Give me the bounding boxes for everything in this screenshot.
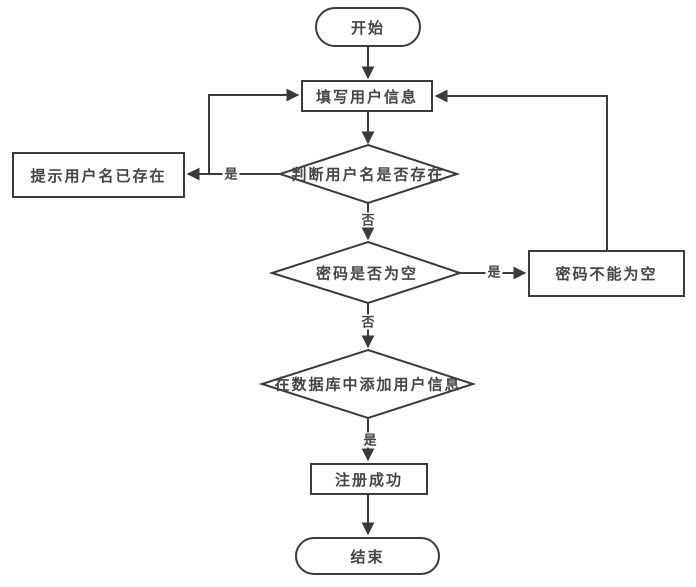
decision-check-username xyxy=(276,143,461,205)
node-start-label: 开始 xyxy=(350,20,385,37)
edge-label-password-no: 否 xyxy=(359,314,377,330)
node-prompt-username-exists: 提示用户名已存在 xyxy=(12,152,185,198)
node-password-not-empty-label: 密码不能为空 xyxy=(555,267,658,283)
node-check-username-label: 判断用户名是否存在 xyxy=(291,167,445,184)
edge-label-password-yes: 是 xyxy=(485,264,503,280)
node-password-not-empty: 密码不能为空 xyxy=(528,250,685,297)
node-add-user-to-database-label: 在数据库中添加用户信息 xyxy=(274,377,462,394)
edge-not-empty-loop-to-fill-info xyxy=(434,89,608,250)
edge-label-add-user-yes: 是 xyxy=(361,432,379,448)
node-register-success-label: 注册成功 xyxy=(334,472,403,489)
node-end-label: 结束 xyxy=(350,549,385,566)
node-check-password-label: 密码是否为空 xyxy=(315,266,419,283)
node-start: 开始 xyxy=(315,7,421,47)
edge-label-username-yes: 是 xyxy=(222,166,240,182)
decision-check-password xyxy=(268,240,464,305)
node-register-success: 注册成功 xyxy=(310,463,428,495)
decision-add-user-to-database xyxy=(258,348,477,420)
node-end: 结束 xyxy=(295,537,440,575)
node-fill-user-info: 填写用户信息 xyxy=(301,80,433,112)
node-fill-user-info-label: 填写用户信息 xyxy=(315,89,418,106)
edge-prompt-loop-to-fill-info xyxy=(208,88,300,174)
node-prompt-username-exists-label: 提示用户名已存在 xyxy=(30,168,167,185)
edge-label-username-no: 否 xyxy=(359,212,377,228)
